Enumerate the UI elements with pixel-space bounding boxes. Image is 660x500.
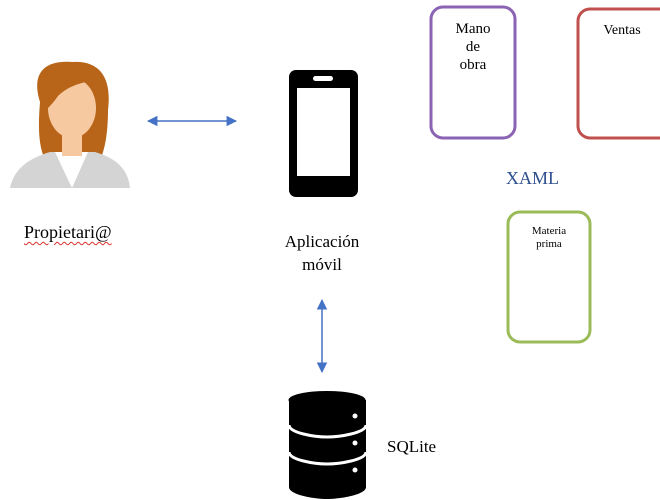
person-icon bbox=[10, 61, 130, 188]
database-icon bbox=[287, 391, 368, 499]
module-label-labor: Mano de obra bbox=[431, 20, 515, 74]
app-label-line1: Aplicación bbox=[284, 232, 360, 251]
owner-label: Propietari@ bbox=[24, 222, 112, 242]
module-label-labor-line3: obra bbox=[459, 57, 487, 73]
module-label-sales: Ventas bbox=[580, 22, 660, 40]
app-label-line2: móvil bbox=[302, 255, 342, 274]
module-label-labor-line2: de bbox=[465, 39, 481, 55]
xaml-label: XAML bbox=[506, 168, 559, 188]
module-label-labor-line1: Mano bbox=[455, 21, 491, 37]
module-label-raw-line2: prima bbox=[536, 238, 562, 250]
module-card-raw-material bbox=[506, 210, 592, 344]
database-label: SQLite bbox=[387, 437, 437, 456]
module-label-raw-line1: Materia bbox=[531, 225, 567, 237]
smartphone-icon bbox=[289, 70, 358, 197]
module-card-labor bbox=[429, 5, 517, 140]
module-label-sales-line1: Ventas bbox=[603, 23, 641, 38]
app-label: Aplicación móvil bbox=[262, 230, 382, 276]
module-label-raw-material: Materia prima bbox=[508, 225, 590, 251]
module-card-sales bbox=[576, 7, 660, 140]
